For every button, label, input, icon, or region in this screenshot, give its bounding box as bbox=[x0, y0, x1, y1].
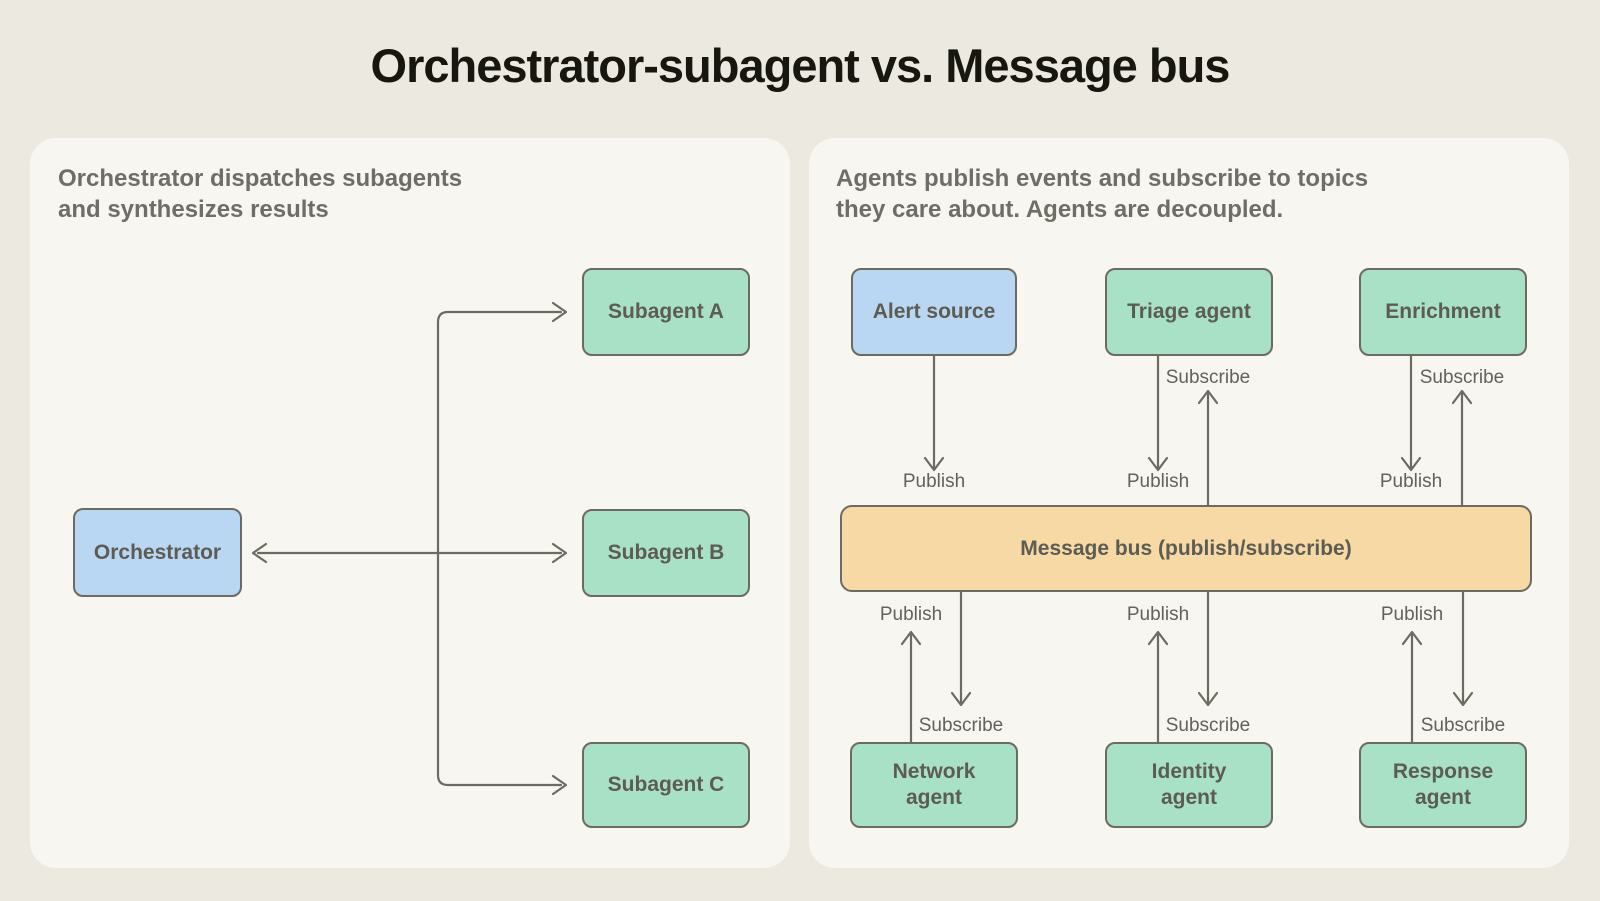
page-title: Orchestrator-subagent vs. Message bus bbox=[370, 39, 1231, 92]
subscribe-label: Subscribe bbox=[1419, 367, 1505, 388]
arrowhead-right bbox=[551, 301, 568, 323]
arrowhead-left bbox=[251, 542, 268, 564]
orchestrator-panel-caption: Orchestrator dispatches subagents and sy… bbox=[58, 163, 462, 225]
arrowhead-right bbox=[551, 774, 568, 796]
subagent-a-node: Subagent A bbox=[582, 268, 750, 356]
publish-label: Publish bbox=[1379, 471, 1443, 492]
arrowhead-right bbox=[551, 542, 568, 564]
subscribe-label: Subscribe bbox=[1420, 715, 1506, 736]
caption-line: Orchestrator dispatches subagents bbox=[58, 165, 463, 192]
subscribe-label: Subscribe bbox=[1165, 715, 1251, 736]
arrowhead-down bbox=[923, 456, 945, 472]
triage-agent-node: Triage agent bbox=[1105, 268, 1273, 356]
arrowhead-up bbox=[1401, 630, 1423, 646]
identity-agent-node: Identity agent bbox=[1105, 742, 1273, 828]
arrowhead-up bbox=[900, 630, 922, 646]
enrichment-node: Enrichment bbox=[1359, 268, 1527, 356]
publish-label: Publish bbox=[902, 471, 966, 492]
caption-line: they care about. Agents are decoupled. bbox=[836, 196, 1284, 223]
response-agent-node: Response agent bbox=[1359, 742, 1527, 828]
subagent-c-node: Subagent C bbox=[582, 742, 750, 828]
message-bus-panel-caption: Agents publish events and subscribe to t… bbox=[836, 163, 1368, 225]
alert-source-node: Alert source bbox=[851, 268, 1017, 356]
caption-line: and synthesizes results bbox=[58, 196, 329, 223]
publish-label: Publish bbox=[1126, 471, 1190, 492]
message-bus-node: Message bus (publish/subscribe) bbox=[840, 505, 1532, 592]
arrowhead-down bbox=[1452, 691, 1474, 707]
network-agent-node: Network agent bbox=[850, 742, 1018, 828]
subscribe-label: Subscribe bbox=[1165, 367, 1251, 388]
publish-label: Publish bbox=[1126, 604, 1190, 625]
arrowhead-down bbox=[950, 691, 972, 707]
publish-label: Publish bbox=[879, 604, 943, 625]
arrowhead-up bbox=[1147, 630, 1169, 646]
arrowhead-up bbox=[1451, 389, 1473, 405]
publish-label: Publish bbox=[1380, 604, 1444, 625]
caption-line: Agents publish events and subscribe to t… bbox=[836, 165, 1369, 192]
fanout-trunk-line bbox=[436, 310, 563, 787]
subscribe-label: Subscribe bbox=[918, 715, 1004, 736]
orchestrator-node: Orchestrator bbox=[73, 508, 242, 597]
arrowhead-down bbox=[1400, 456, 1422, 472]
subagent-b-node: Subagent B bbox=[582, 509, 750, 597]
arrowhead-down bbox=[1197, 691, 1219, 707]
arrowhead-up bbox=[1197, 389, 1219, 405]
arrowhead-down bbox=[1147, 456, 1169, 472]
